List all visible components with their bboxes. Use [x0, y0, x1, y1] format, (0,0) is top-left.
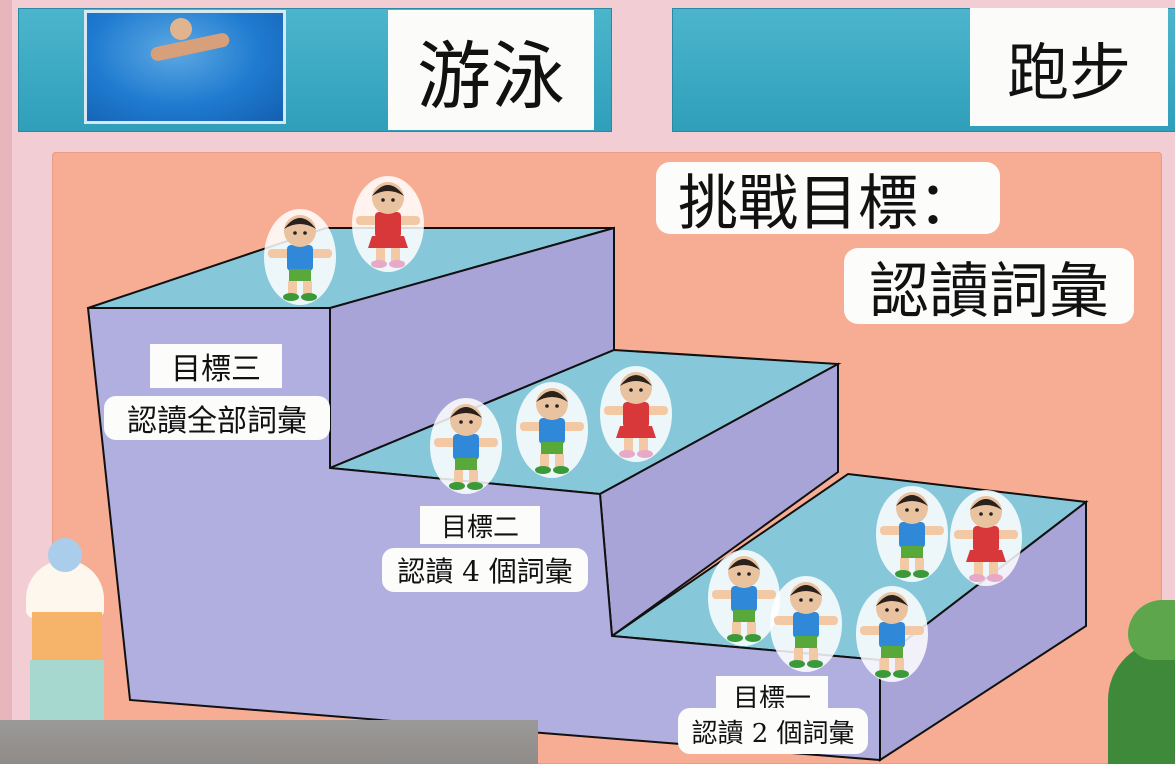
boy-figure [708, 550, 780, 646]
goal-three-desc: 認讀全部詞彙 [104, 396, 330, 440]
swimming-label: 游泳 [388, 10, 594, 130]
goal-three-title: 目標三 [150, 344, 282, 388]
girl-figure [950, 490, 1022, 586]
boy-figure [856, 586, 928, 682]
girl-figure [352, 176, 424, 272]
cupcake-cake [32, 612, 102, 668]
challenge-title: 挑戰目標： [656, 162, 1000, 239]
goal-two-desc: 認讀 4 個詞彙 [382, 548, 588, 592]
boy-figure [876, 486, 948, 582]
boy-figure [430, 398, 502, 494]
cupcake-wrapper [30, 660, 104, 724]
running-label: 跑步 [970, 8, 1168, 126]
challenge-subtitle: 認讀詞彙 [844, 248, 1134, 327]
goal-two-title: 目標二 [420, 506, 540, 544]
boy-figure [516, 382, 588, 478]
cupcake-topping [48, 538, 82, 572]
boy-figure [770, 576, 842, 672]
goal-one-desc: 認讀 2 個詞彙 [678, 708, 868, 754]
swimmer-head [170, 18, 192, 40]
wall-edge [0, 0, 12, 764]
girl-figure [600, 366, 672, 462]
foreground-object [0, 720, 538, 764]
boy-figure [264, 209, 336, 305]
